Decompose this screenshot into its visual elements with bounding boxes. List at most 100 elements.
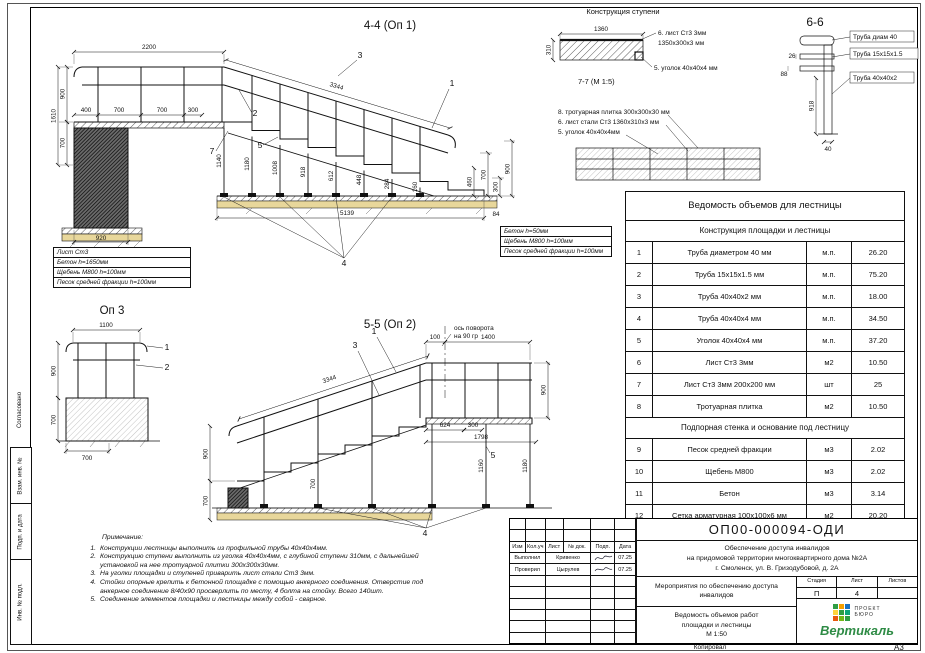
axis-note-line1: ось поворота — [454, 325, 494, 332]
document-number: ОП00-000094-ОДИ — [636, 519, 917, 541]
foot-support-block — [227, 487, 249, 509]
stage-header: Стадия — [797, 577, 838, 587]
dim-3344: 3344 — [322, 374, 338, 385]
detail-6-6-labels: Труба диам 40 Труба 15х15х1.5 Труба 40х4… — [831, 30, 919, 95]
object-name: Мероприятия по обеспечению доступа инвал… — [636, 577, 796, 607]
table-row: 7 Лист Ст3 3мм 200х200 мм шт 25 — [626, 374, 904, 396]
stamp-inv-label: Инв. № подл. — [18, 583, 24, 621]
table-row: 5 Уголок 40х40х4 мм м.п. 37.20 — [626, 330, 904, 352]
railing-node-geometry — [799, 35, 838, 135]
material-row: Песок средней фракции h=100мм — [53, 277, 191, 288]
stamp-agreed: Согласовано — [10, 375, 30, 445]
dims-55: 100 1400 3344 900 700 624 300 1798 900 7… — [203, 334, 551, 523]
stamp-box-vzam: Взам. инв. № — [10, 447, 32, 505]
signature-icon — [594, 555, 613, 561]
dim-918: 918 — [809, 100, 816, 111]
op3-title: Оп 3 — [99, 305, 125, 317]
table-rows-1: 1 Труба диаметром 40 мм м.п. 26.20 2 Тру… — [626, 242, 904, 418]
volumes-table: Ведомость объемов для лестницы Конструкц… — [625, 191, 905, 528]
sheet-title-line1: Ведомость объемов работ — [674, 612, 759, 619]
table-row: 9 Песок средней фракции м3 2.02 — [626, 439, 904, 461]
sand-layer-right — [216, 200, 498, 209]
step-parts-list: 8. тротуарная плитка 300х300х30 мм 6. ли… — [558, 109, 699, 155]
notes-list: 1.Конструкции лестницы выполнить из проф… — [84, 545, 434, 605]
stage-grid: Стадия Лист Листов П 4 — [796, 577, 917, 599]
dim-400: 400 — [81, 107, 92, 114]
sheet-title: Ведомость объемов работ площадки и лестн… — [636, 607, 796, 643]
callout-3: 3 — [353, 340, 358, 350]
logo-small-line1: ПРОЕКТ — [854, 606, 881, 612]
project-line-1: Обеспечение доступа инвалидов — [724, 545, 830, 552]
project-line-3: г. Смоленск, ул. В. Гризодубовой, д. 2А — [715, 565, 839, 572]
company-logo: ПРОЕКТ БЮРО Вертикаль — [796, 599, 917, 643]
stamp-vzam-label: Взам. инв. № — [18, 457, 25, 495]
post-dim-448: 448 — [356, 174, 363, 185]
detail-6-6-title: 6-6 — [806, 15, 824, 29]
label-tube-15x15: Труба 15х15х1.5 — [853, 50, 903, 58]
dim-1400: 1400 — [481, 334, 496, 341]
stamp-agreed-label: Согласовано — [17, 391, 24, 429]
dim-1360: 1360 — [594, 26, 609, 33]
name-krivenko: Кривенко — [546, 553, 592, 564]
note-item: 3.На уголки площадки и ступеней приварит… — [90, 570, 316, 578]
note-item: 5.Соединение элементов площадки и лестни… — [90, 596, 327, 604]
table-row: 4 Труба 40х40х4 мм м.п. 34.50 — [626, 308, 904, 330]
op3-ground-ticks — [64, 440, 146, 448]
note-item: 2.Конструкцию ступени выполнить из уголк… — [90, 553, 419, 569]
table-row: 3 Труба 40х40х2 мм м.п. 18.00 — [626, 286, 904, 308]
post-dim-1140: 1140 — [216, 154, 223, 168]
section-5-5-title: 5-5 (Оп 2) — [363, 319, 417, 331]
logo-company-name: Вертикаль — [819, 623, 894, 638]
label-tube-40x40: Труба 40х40х2 — [853, 74, 897, 82]
list-item-list-stali: 6. лист стали Ст3 1360х310х3 мм — [558, 119, 659, 126]
callout-4: 4 — [342, 258, 347, 268]
dim-900-left: 900 — [203, 448, 210, 459]
dim-26: 26 — [788, 53, 796, 60]
change-table: Изм Кол.уч Лист № док. Подп. Дата Выполн… — [510, 519, 636, 643]
sheet-value: 4 — [837, 588, 878, 599]
detail-6-6-drawing: Труба диам 40 Труба 15х15х1.5 Труба 40х4… — [780, 30, 919, 153]
signature-icon — [594, 566, 613, 571]
post-dim-1008: 1008 — [272, 161, 279, 176]
callout-3: 3 — [358, 50, 363, 60]
dim-700: 700 — [51, 414, 58, 425]
title-block: Изм Кол.уч Лист № док. Подп. Дата Выполн… — [509, 518, 918, 644]
format-label: А3 — [894, 643, 904, 652]
callout-1: 1 — [450, 78, 455, 88]
dim-700-right: 700 — [481, 169, 488, 180]
dim-700-left: 700 — [60, 137, 67, 148]
callouts-55: 1 3 5 4 — [317, 326, 496, 538]
axis-note-line2: на 90 гр — [454, 333, 478, 340]
logo-small-line2: БЮРО — [854, 611, 874, 618]
table-row: 8 Тротуарная плитка м2 10.50 — [626, 396, 904, 418]
table-row: 10 Щебень М800 м3 2.02 — [626, 461, 904, 483]
step-section-geometry — [559, 38, 644, 61]
drawing-section-4-4: 2200 3344 900 700 1610 400 700 700 300 1… — [51, 44, 515, 268]
stamp-box-inv: Инв. № подл. — [10, 559, 32, 645]
callout-1: 1 — [372, 326, 377, 336]
notes: Примечание: 1.Конструкции лестницы выпол… — [84, 534, 434, 605]
hdr-podp: Подп. — [591, 541, 616, 553]
hdr-izm: Изм — [510, 541, 526, 553]
dim-84: 84 — [492, 211, 500, 218]
dim-88: 88 — [780, 71, 788, 78]
callout-5: 5 — [491, 450, 496, 460]
label-sheet-st3: 6. лист Ст3 3мм — [658, 30, 707, 37]
hdr-dok: № док. — [564, 541, 592, 553]
label-sheet-size: 1350х300х3 мм — [658, 40, 705, 47]
op3-geometry — [58, 342, 160, 442]
dim-900-right: 900 — [541, 384, 548, 395]
drawing-section-5-5: ось поворота на 90 гр 100 1400 3344 900 … — [203, 325, 552, 538]
dim-1610: 1610 — [51, 109, 58, 124]
step-detail-dims: 1360 310 6. лист Ст3 3мм 1350х300х3 мм 5… — [546, 26, 719, 86]
sand-layer — [216, 512, 433, 521]
table-row: 11 Бетон м3 3.14 — [626, 483, 904, 505]
table-rows-2: 9 Песок средней фракции м3 2.02 10 Щебен… — [626, 439, 904, 527]
dim-1100: 1100 — [99, 322, 113, 329]
material-row: Песок средней фракции h=100мм — [500, 246, 612, 257]
hdr-koluch: Кол.уч — [526, 541, 546, 553]
callout-1: 1 — [165, 342, 170, 352]
post-dim-612: 612 — [328, 170, 335, 181]
